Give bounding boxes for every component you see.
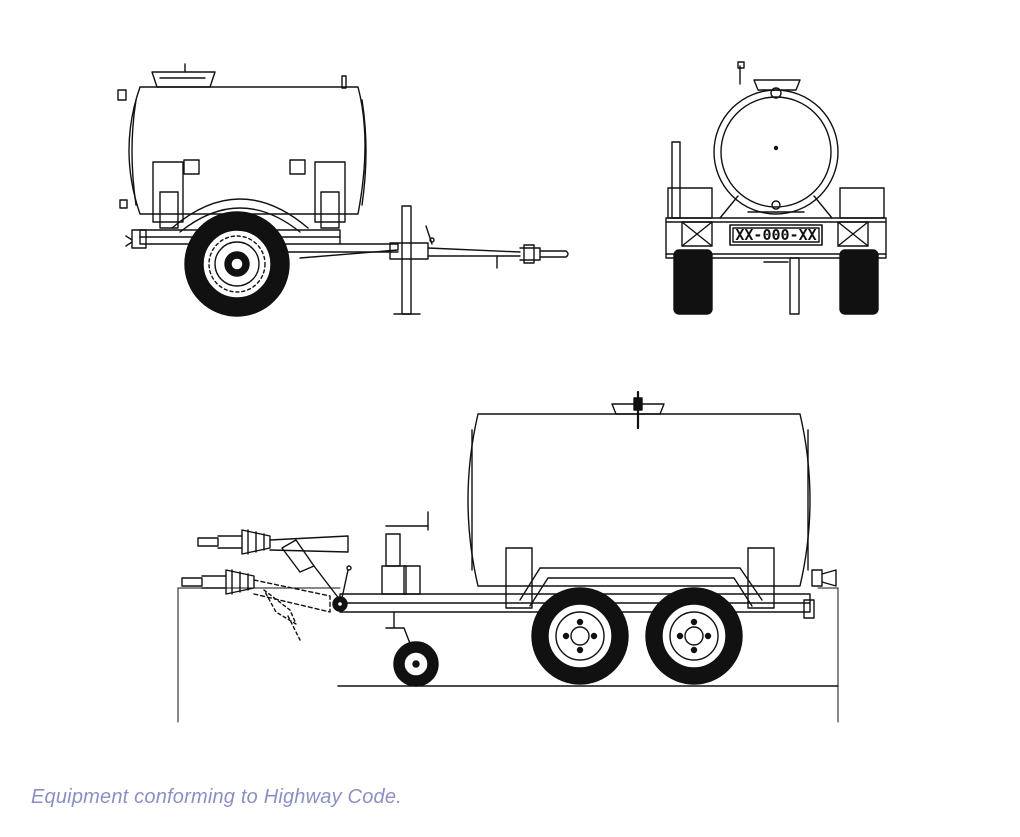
side-view-single-axle xyxy=(117,63,569,317)
side-wheel xyxy=(184,211,290,317)
side-view-tandem xyxy=(177,390,839,723)
license-plate-text: XX-000-XX xyxy=(735,226,816,244)
tandem-wheel-rear xyxy=(645,587,743,685)
rear-view: XX-000-XX xyxy=(665,61,887,315)
tandem-wheel-front xyxy=(531,587,629,685)
jockey-wheel xyxy=(393,641,439,687)
technical-drawing: XX-000-XX xyxy=(117,61,887,723)
caption: Equipment conforming to Highway Code. xyxy=(31,786,402,808)
